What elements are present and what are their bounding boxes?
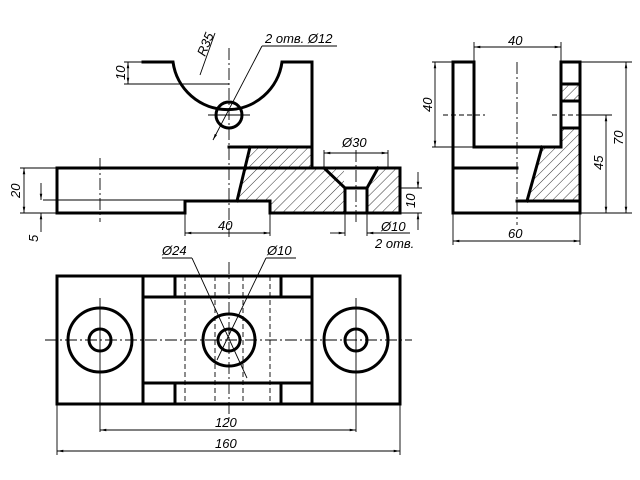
dim-diameter-10-top: Ø10 <box>266 243 292 258</box>
side-hatch-main <box>527 128 580 201</box>
dim-diameter-30: Ø30 <box>341 135 367 150</box>
side-inner-lines <box>451 82 582 203</box>
dim-10-depth: 10 <box>113 65 128 80</box>
section-hatch-right <box>368 168 400 213</box>
d24-leader <box>191 257 248 379</box>
section-hatch-main <box>237 147 344 213</box>
dim-40-side-top: 40 <box>508 33 523 48</box>
dim-60: 60 <box>508 226 523 241</box>
dim-40-recess: 40 <box>218 218 233 233</box>
dim-2-holes-12: 2 отв. Ø12 <box>264 31 333 46</box>
dim-120: 120 <box>215 415 237 430</box>
dim-160: 160 <box>215 436 237 451</box>
dim-70: 70 <box>611 130 626 145</box>
side-view: 40 40 45 70 60 <box>420 33 632 245</box>
dim-5: 5 <box>26 234 41 242</box>
dim-r35: R35 <box>194 30 217 58</box>
r35-leader <box>199 32 216 76</box>
front-outline <box>55 60 402 215</box>
hole12-leader <box>212 45 263 141</box>
dim-40-side-left: 40 <box>420 97 435 112</box>
countersink <box>321 165 381 215</box>
front-view: R35 2 отв. Ø12 10 20 5 40 Ø30 <box>8 30 422 251</box>
dim-diameter-24: Ø24 <box>161 243 187 258</box>
dim-20: 20 <box>8 183 23 199</box>
dim-2-holes: 2 отв. <box>374 236 414 251</box>
dim-10-countersink: 10 <box>403 193 418 208</box>
side-hatch-top <box>561 84 580 101</box>
d10-leader <box>216 257 267 361</box>
dim-45: 45 <box>591 155 606 170</box>
dim-diameter-10: Ø10 <box>380 219 406 234</box>
section-edge <box>227 145 314 203</box>
top-view: Ø24 Ø10 120 160 <box>45 243 412 455</box>
